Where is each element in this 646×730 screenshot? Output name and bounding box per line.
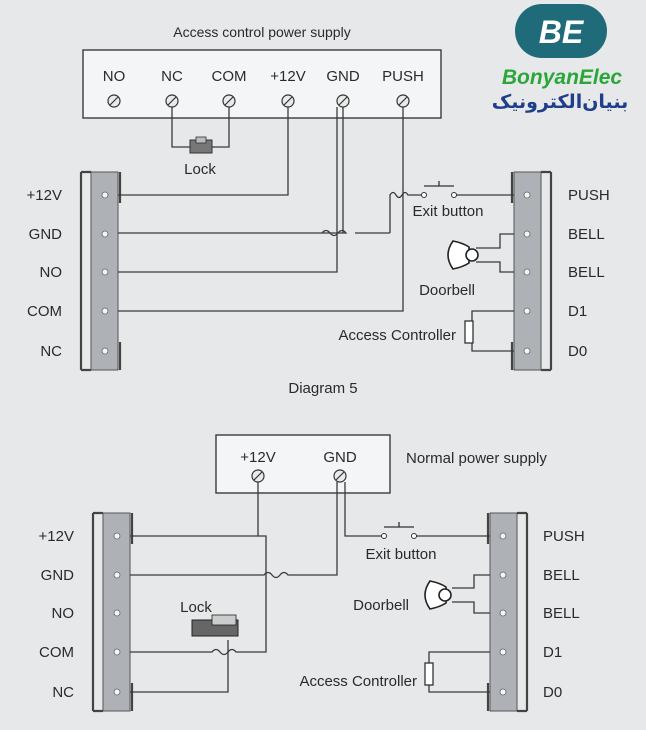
right-pin-d1: D1 — [568, 303, 587, 320]
left-pin-com-2: COM — [39, 644, 74, 661]
right-pin-d0-2: D0 — [543, 684, 562, 701]
left-pin-gnd-2: GND — [41, 567, 75, 584]
diagram-5-wires — [118, 107, 514, 352]
diagram-5: Access control power supply NO NC COM +1… — [27, 24, 610, 397]
lock-wires — [171, 107, 230, 148]
right-pin-bell-2-2: BELL — [543, 605, 580, 622]
normal-power-supply — [215, 434, 391, 494]
doorbell-icon — [424, 580, 452, 610]
lock-label-2: Lock — [180, 599, 212, 616]
left-pin-nc: NC — [40, 343, 62, 360]
normal-supply-title: Normal power supply — [406, 450, 547, 467]
right-terminal-block — [510, 170, 553, 372]
access-control-power-supply — [82, 49, 442, 119]
right-pin-bell-1: BELL — [568, 226, 605, 243]
left-pin-no: NO — [40, 264, 63, 281]
right-pin-bell-1-2: BELL — [543, 567, 580, 584]
logo-mark-icon: BE — [515, 4, 607, 58]
right-pin-bell-2: BELL — [568, 264, 605, 281]
right-pin-push: PUSH — [568, 187, 610, 204]
doorbell-label: Doorbell — [419, 282, 475, 299]
logo-name-fa: بنیان‌الکترونیک — [492, 92, 628, 113]
exit-button-label-2: Exit button — [366, 546, 437, 563]
access-controller-icon — [464, 320, 474, 344]
diagram-5-caption: Diagram 5 — [288, 380, 357, 397]
exit-button-label: Exit button — [413, 203, 484, 220]
terminal-label-push: PUSH — [382, 68, 424, 85]
access-controller-label: Access Controller — [338, 327, 456, 344]
left-pin-12v-2: +12V — [39, 528, 74, 545]
left-pin-gnd: GND — [29, 226, 63, 243]
terminal-label-no: NO — [103, 68, 126, 85]
left-terminal-block-2 — [91, 511, 134, 713]
normal-terminal-label-gnd: GND — [323, 449, 357, 466]
terminal-label-12v: +12V — [270, 68, 305, 85]
logo-mark-text: BE — [539, 14, 585, 50]
lock-icon — [189, 136, 213, 154]
diagram-6: +12V GND Normal power supply +12V GND NO… — [39, 434, 585, 713]
logo-name: BonyanElec — [502, 66, 623, 89]
terminal-label-com: COM — [212, 68, 247, 85]
terminal-label-gnd: GND — [326, 68, 360, 85]
right-pin-push-2: PUSH — [543, 528, 585, 545]
left-terminal-block — [79, 170, 122, 372]
doorbell-label-2: Doorbell — [353, 597, 409, 614]
screw-terminal-icon — [107, 94, 410, 108]
right-terminal-block-2 — [486, 511, 529, 713]
right-pin-d1-2: D1 — [543, 644, 562, 661]
access-control-supply-title: Access control power supply — [173, 24, 350, 40]
left-pin-com: COM — [27, 303, 62, 320]
diagram-6-wires — [130, 482, 490, 693]
left-pin-12v: +12V — [27, 187, 62, 204]
doorbell-icon — [447, 240, 479, 270]
left-pin-nc-2: NC — [52, 684, 74, 701]
right-pin-d0: D0 — [568, 343, 587, 360]
lock-label: Lock — [184, 161, 216, 178]
bonyanelec-logo: BE BonyanElec بنیان‌الکترونیک — [492, 4, 628, 113]
exit-button-icon — [421, 181, 457, 198]
screw-terminal-icon — [251, 469, 347, 483]
lock-icon — [191, 614, 239, 637]
exit-button-icon — [381, 522, 417, 539]
left-pin-no-2: NO — [52, 605, 75, 622]
normal-terminal-label-12v: +12V — [240, 449, 275, 466]
access-controller-label-2: Access Controller — [299, 673, 417, 690]
terminal-label-nc: NC — [161, 68, 183, 85]
access-controller-icon — [424, 662, 434, 686]
